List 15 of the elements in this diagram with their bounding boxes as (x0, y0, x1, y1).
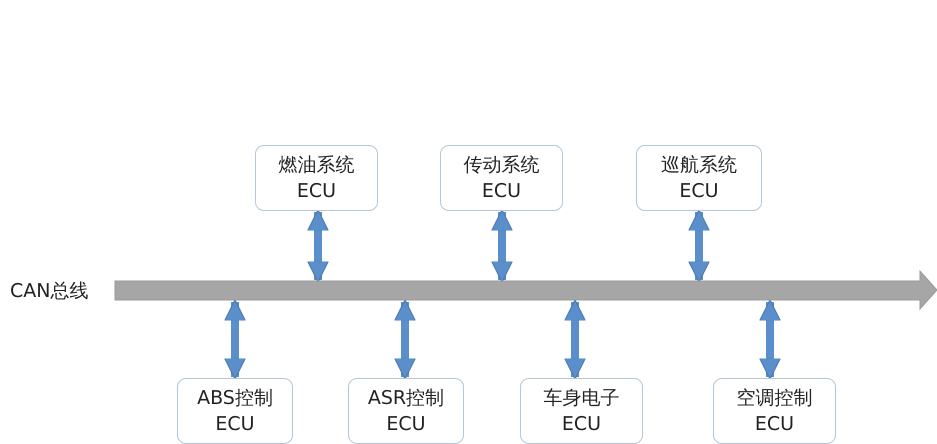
double-arrow (564, 299, 586, 380)
bus-label: CAN总线 (10, 279, 88, 304)
ecu-box: 传动系统 ECU (440, 145, 563, 211)
ecu-box: 车身电子 ECU (520, 378, 643, 444)
ecu-box: 巡航系统 ECU (636, 145, 762, 211)
double-arrow (394, 299, 416, 380)
ecu-box: 燃油系统 ECU (255, 145, 378, 211)
ecu-box: ASR控制 ECU (348, 378, 464, 444)
ecu-box: ABS控制 ECU (177, 378, 293, 444)
double-arrow (491, 209, 513, 283)
double-arrow (307, 209, 329, 283)
double-arrow (688, 209, 710, 283)
double-arrow (224, 299, 246, 380)
ecu-box: 空调控制 ECU (713, 378, 836, 444)
double-arrow (759, 299, 781, 380)
